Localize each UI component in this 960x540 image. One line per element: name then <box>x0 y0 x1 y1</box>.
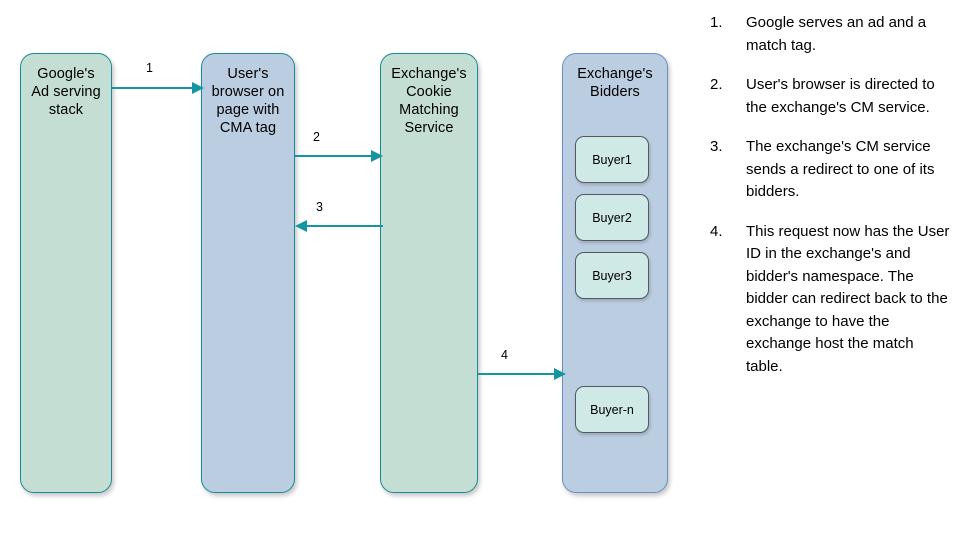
arrow-2-browser-to-cms <box>295 150 383 162</box>
legend-item-2: 2. User's browser is directed to the exc… <box>710 74 950 119</box>
node-buyer-3[interactable]: Buyer3 <box>575 252 649 299</box>
legend-item-2-number: 2. <box>710 76 723 93</box>
node-user-browser-label: User's browser on page with CMA tag <box>211 66 285 136</box>
legend-item-4-text: This request now has the User ID in the … <box>746 222 950 375</box>
arrow-4-cms-to-bidders <box>478 368 566 380</box>
arrow-1-label: 1 <box>146 61 153 75</box>
node-google-ad-serving-stack-label: Google's Ad serving stack <box>31 66 101 118</box>
node-google-ad-serving-stack[interactable]: Google's Ad serving stack <box>20 53 112 493</box>
node-exchange-cookie-matching-service-label: Exchange's Cookie Matching Service <box>391 66 467 136</box>
legend-item-3-number: 3. <box>710 138 723 155</box>
arrow-2-label: 2 <box>313 130 320 144</box>
node-buyer-3-label: Buyer3 <box>592 268 632 283</box>
node-user-browser[interactable]: User's browser on page with CMA tag <box>201 53 295 493</box>
legend-item-1-number: 1. <box>710 14 723 31</box>
legend-item-2-text: User's browser is directed to the exchan… <box>746 76 935 116</box>
legend-item-4: 4. This request now has the User ID in t… <box>710 221 950 379</box>
legend-item-1-text: Google serves an ad and a match tag. <box>746 14 927 54</box>
node-buyer-1[interactable]: Buyer1 <box>575 136 649 183</box>
legend-item-1: 1. Google serves an ad and a match tag. <box>710 12 950 57</box>
legend-list: 1. Google serves an ad and a match tag. … <box>710 12 950 395</box>
node-exchange-cookie-matching-service[interactable]: Exchange's Cookie Matching Service <box>380 53 478 493</box>
node-buyer-2-label: Buyer2 <box>592 210 632 225</box>
legend-item-3: 3. The exchange's CM service sends a red… <box>710 136 950 204</box>
node-exchange-bidders-label: Exchange's Bidders <box>577 66 653 100</box>
arrow-1-google-to-browser <box>112 82 204 94</box>
node-buyer-1-label: Buyer1 <box>592 152 632 167</box>
node-buyer-n[interactable]: Buyer-n <box>575 386 649 433</box>
arrow-4-label: 4 <box>501 348 508 362</box>
arrow-3-cms-to-browser <box>295 220 383 232</box>
node-buyer-2[interactable]: Buyer2 <box>575 194 649 241</box>
legend-item-4-number: 4. <box>710 222 723 240</box>
legend-item-3-text: The exchange's CM service sends a redire… <box>746 138 935 200</box>
arrow-3-label: 3 <box>316 200 323 214</box>
node-buyer-n-label: Buyer-n <box>590 402 634 417</box>
